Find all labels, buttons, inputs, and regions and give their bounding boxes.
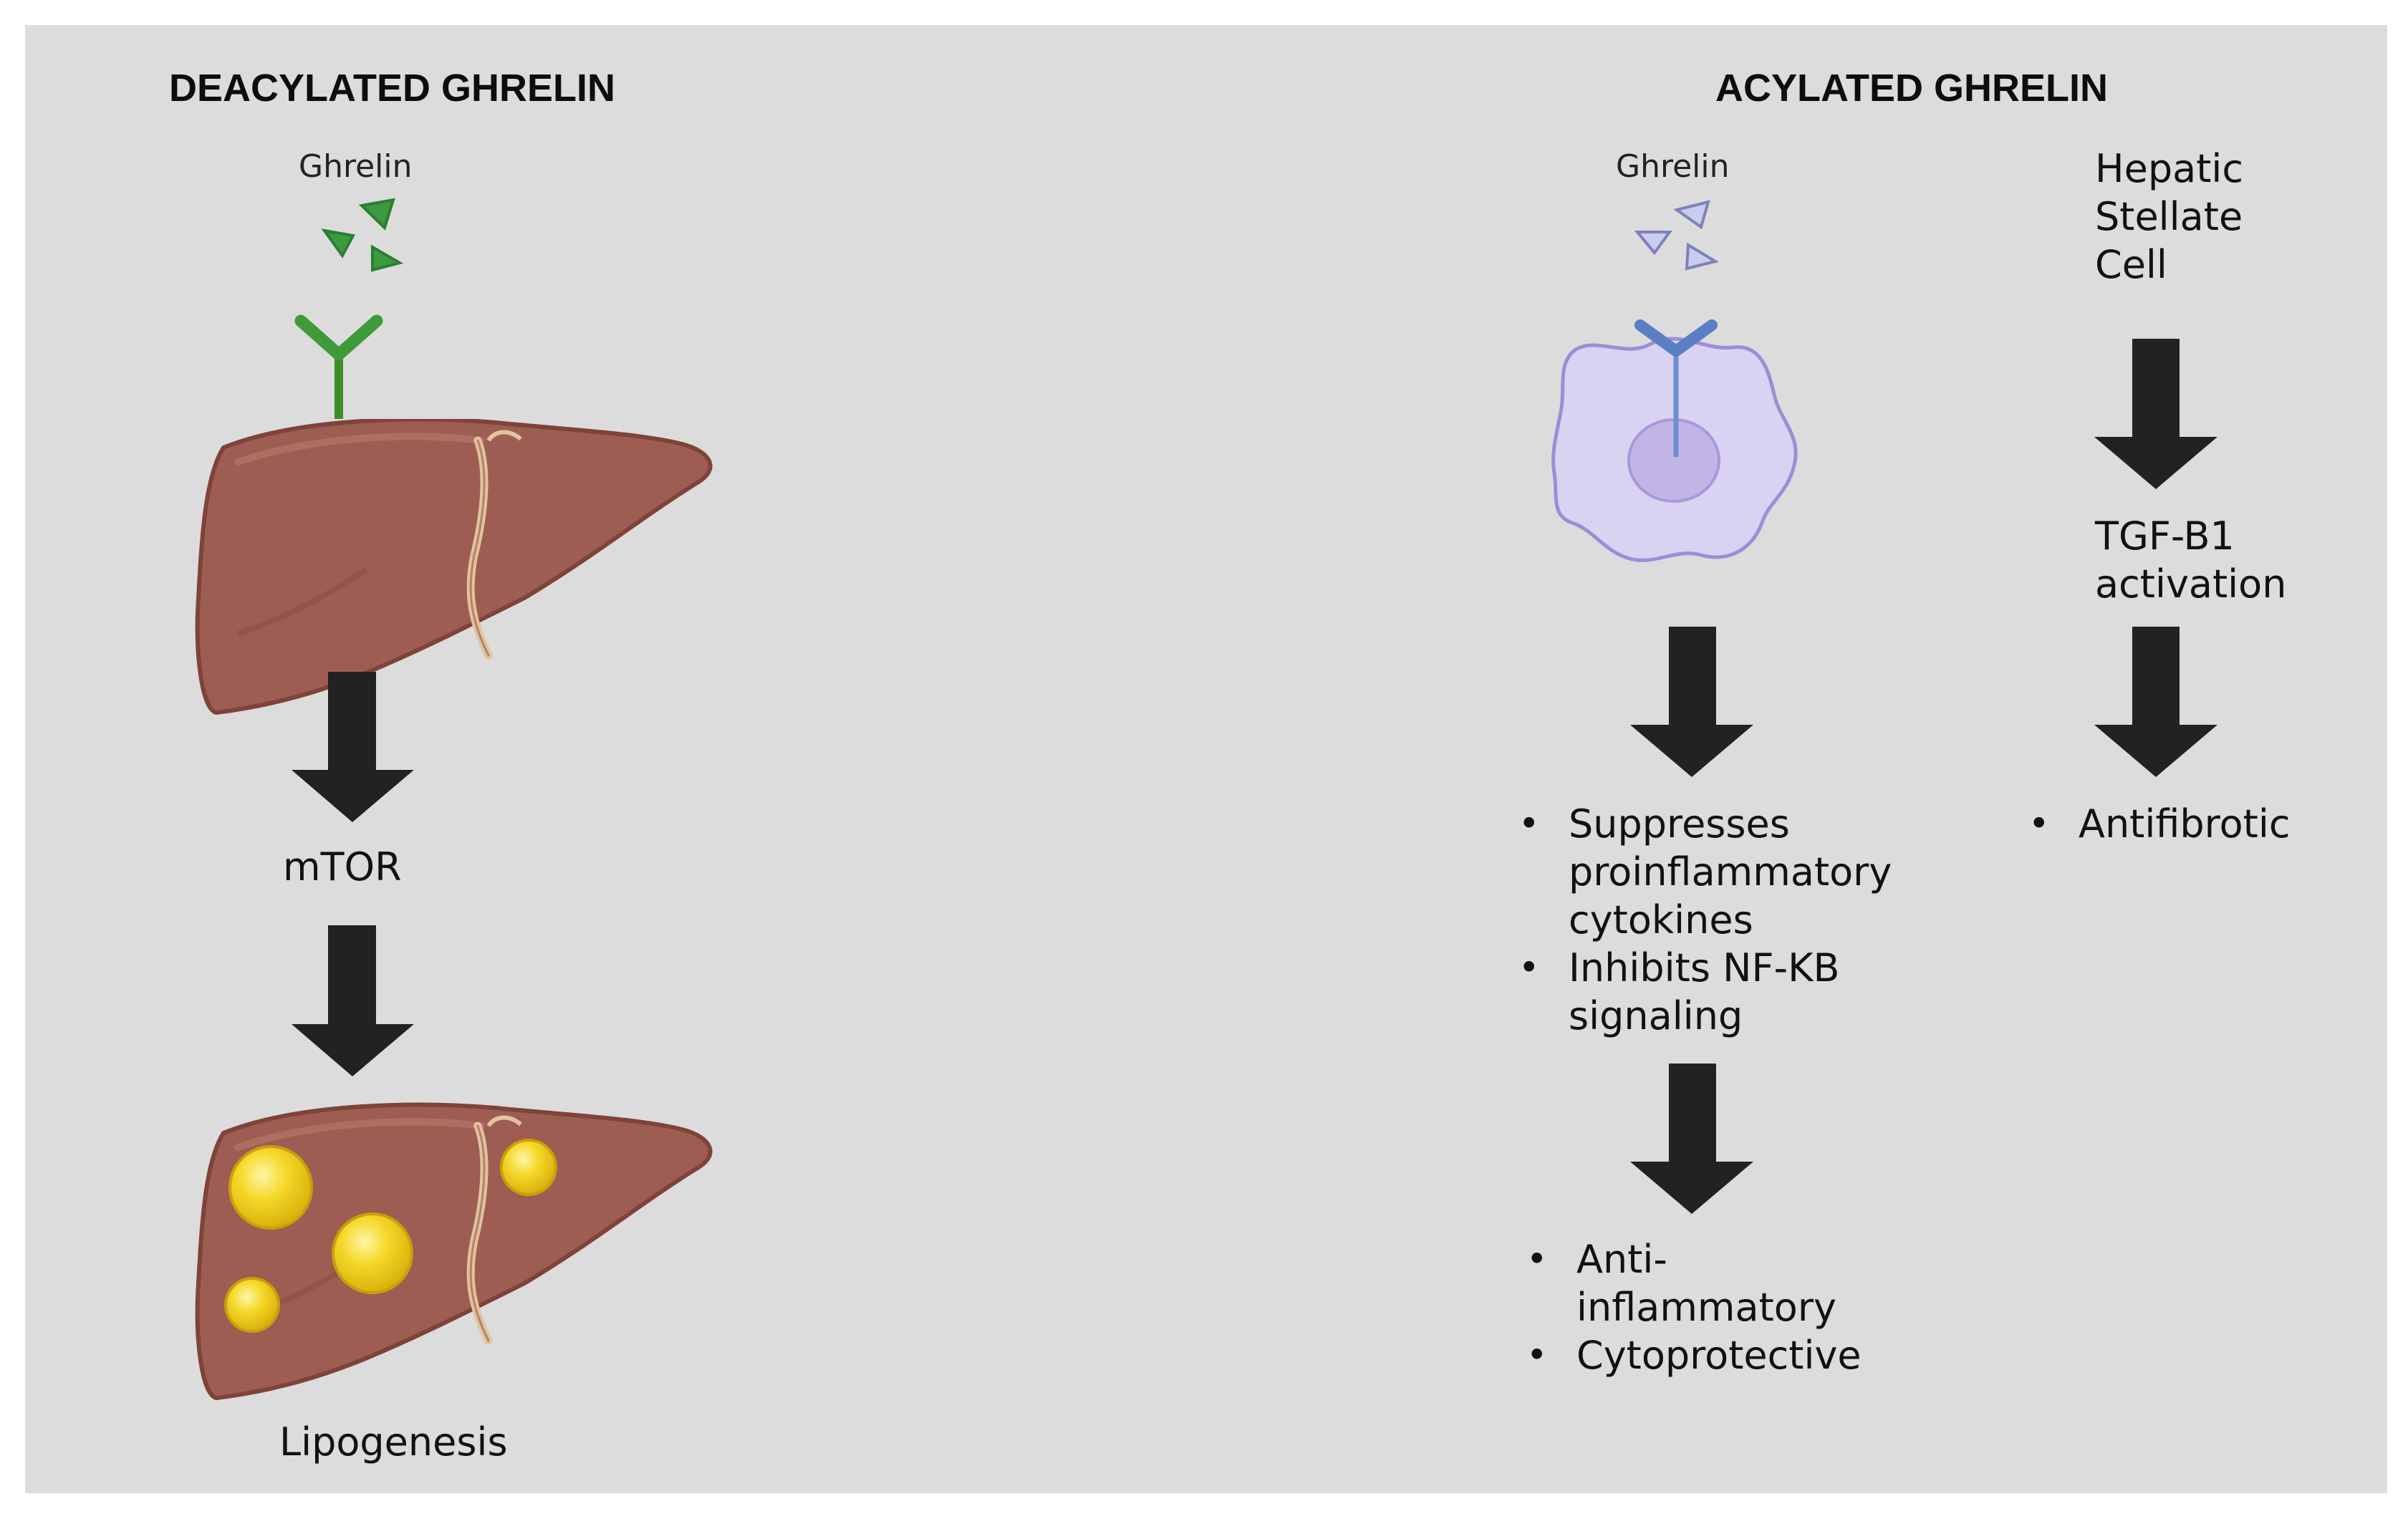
arrow-down-icon bbox=[292, 925, 414, 1076]
fatty-liver-icon bbox=[198, 1105, 711, 1398]
list-item: Inhibits NF-KB signaling bbox=[1518, 944, 1892, 1040]
stellate-outcomes-list: Antifibrotic bbox=[2028, 800, 2291, 848]
blue-receptor-icon bbox=[1634, 319, 1718, 457]
list-item: Suppresses proinflammatory cytokines bbox=[1518, 800, 1892, 944]
arrow-down-icon bbox=[2094, 627, 2217, 777]
deacylated-ghrelin-ligand-label: Ghrelin bbox=[299, 148, 413, 185]
acylated-ghrelin-ligand-label: Ghrelin bbox=[1616, 148, 1730, 185]
list-item: Anti- inflammatory bbox=[1526, 1235, 1862, 1331]
lipogenesis-label: Lipogenesis bbox=[279, 1419, 508, 1465]
mtor-label: mTOR bbox=[283, 844, 402, 889]
macrophage-effects-list: Suppresses proinflammatory cytokines Inh… bbox=[1518, 800, 1892, 1040]
green-receptor-icon bbox=[294, 314, 383, 419]
list-item: Antifibrotic bbox=[2028, 800, 2291, 848]
deacylated-ghrelin-title: DEACYLATED GHRELIN bbox=[169, 67, 616, 110]
tgf-b1-activation-label: TGF-B1 activation bbox=[2095, 513, 2287, 607]
macrophage-outcomes-list: Anti- inflammatory Cytoprotective bbox=[1526, 1235, 1862, 1379]
arrow-down-icon bbox=[2094, 339, 2217, 489]
healthy-liver-icon bbox=[198, 420, 711, 713]
list-item: Cytoprotective bbox=[1526, 1331, 1862, 1379]
lipid-droplet-icon bbox=[224, 1139, 557, 1333]
hepatic-stellate-cell-label: Hepatic Stellate Cell bbox=[2095, 146, 2244, 287]
arrow-down-icon bbox=[1630, 627, 1753, 777]
arrow-down-icon bbox=[1630, 1064, 1753, 1214]
deacylated-ghrelin-ligand-icon bbox=[321, 198, 404, 272]
acylated-ghrelin-title: ACYLATED GHRELIN bbox=[1715, 67, 2108, 110]
acylated-ghrelin-ligand-icon bbox=[1634, 200, 1720, 271]
arrow-down-icon bbox=[292, 672, 414, 822]
